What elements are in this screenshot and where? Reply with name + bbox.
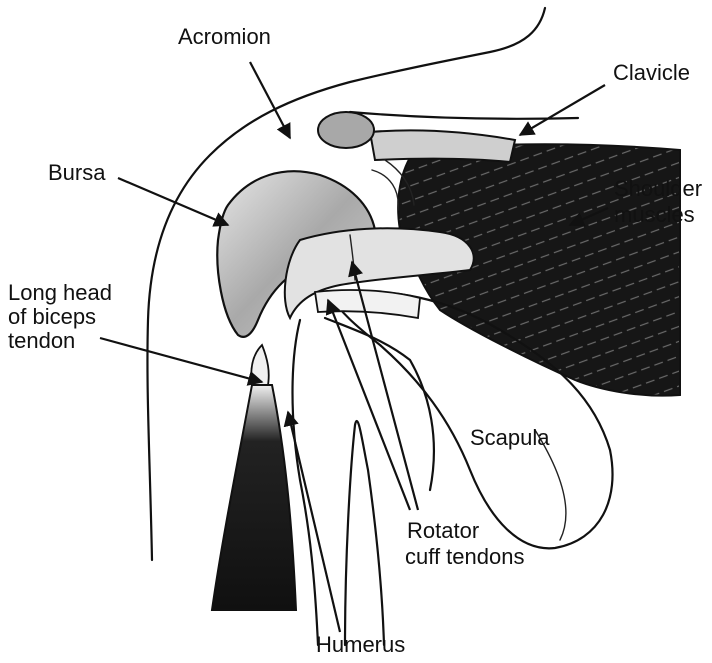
- joint-detail-1: [372, 170, 398, 210]
- skin-contour-right: [350, 112, 578, 119]
- rotator-cuff-band: [315, 290, 420, 318]
- acromion-shape: [318, 112, 374, 148]
- label-long-head-line1: Long head: [8, 280, 112, 305]
- leader-acromion: [250, 62, 290, 138]
- label-acromion: Acromion: [178, 24, 271, 49]
- label-long-head: Long head of biceps tendon: [8, 280, 118, 353]
- label-bursa: Bursa: [48, 160, 106, 185]
- label-humerus: Humerus: [316, 632, 405, 657]
- label-long-head-line2: of biceps: [8, 304, 96, 329]
- label-rotator-cuff: Rotator cuff tendons: [405, 518, 524, 569]
- leader-clavicle: [520, 85, 605, 135]
- clavicle-shape: [370, 130, 515, 162]
- label-scapula: Scapula: [470, 425, 550, 450]
- label-rotator-cuff-line2: cuff tendons: [405, 544, 524, 569]
- label-long-head-line3: tendon: [8, 328, 75, 353]
- label-shoulder-muscles-line2: muscles: [614, 202, 695, 227]
- label-clavicle: Clavicle: [613, 60, 690, 85]
- humerus-groove: [345, 421, 384, 645]
- biceps-muscle-shape: [212, 385, 296, 610]
- leader-long-head: [100, 338, 262, 382]
- label-rotator-cuff-line1: Rotator: [407, 518, 479, 543]
- label-shoulder-muscles: Shoulder muscles: [614, 176, 708, 227]
- label-shoulder-muscles-line1: Shoulder: [614, 176, 702, 201]
- leader-bursa: [118, 178, 228, 225]
